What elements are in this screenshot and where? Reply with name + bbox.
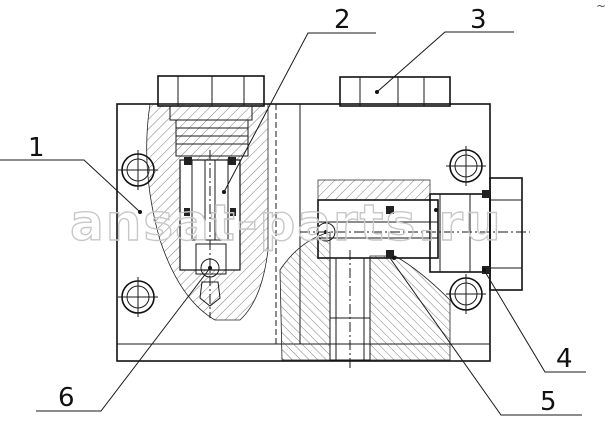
vertical-bore bbox=[329, 250, 371, 370]
left-cartridge bbox=[184, 150, 236, 318]
callout-labels: 1 2 3 4 5 6 bbox=[28, 5, 573, 417]
mounting-hole-bottom-right bbox=[446, 274, 486, 314]
callout-4: 4 bbox=[556, 344, 573, 374]
callout-5: 5 bbox=[540, 387, 557, 417]
callout-3: 3 bbox=[470, 5, 487, 35]
callout-1: 1 bbox=[28, 133, 45, 163]
callout-6: 6 bbox=[58, 383, 75, 413]
right-hatched-section bbox=[279, 179, 451, 361]
top-left-plug bbox=[157, 75, 265, 157]
callout-2: 2 bbox=[334, 5, 351, 35]
mounting-hole-bottom-left bbox=[118, 277, 158, 317]
top-right-plug bbox=[339, 76, 451, 107]
watermark-text: ansat-parts.ru bbox=[70, 194, 503, 252]
leader-lines bbox=[0, 31, 586, 416]
mounting-hole-top-right bbox=[446, 146, 486, 186]
mounting-holes bbox=[118, 146, 486, 317]
mounting-hole-top-left bbox=[118, 150, 158, 190]
corner-mark: ~ bbox=[596, 0, 606, 13]
